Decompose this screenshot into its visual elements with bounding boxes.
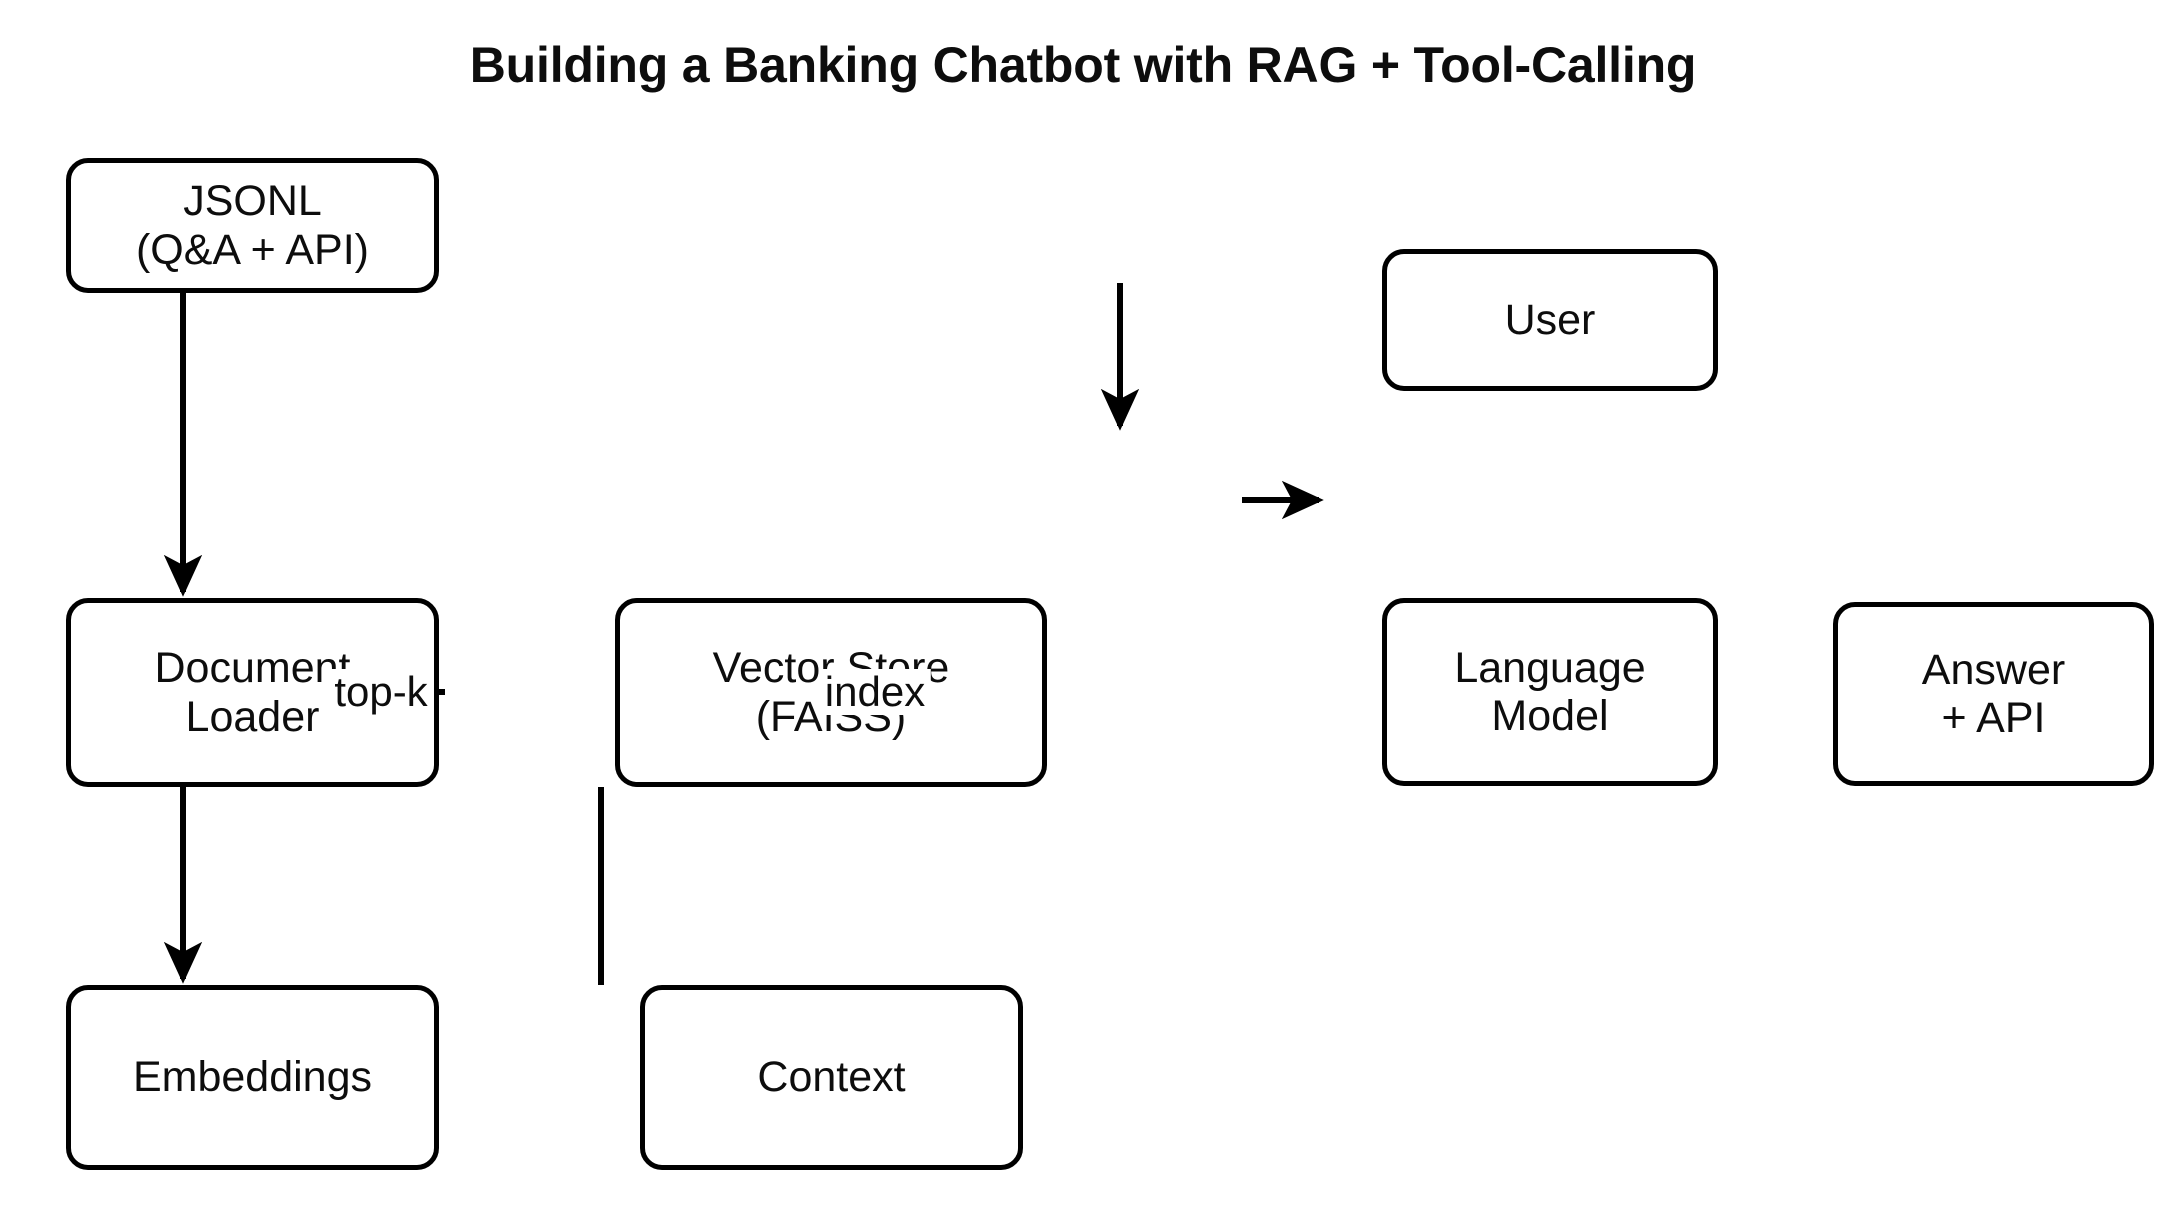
node-language-model[interactable]: Language Model — [1382, 598, 1718, 786]
node-jsonl-label: JSONL (Q&A + API) — [135, 177, 369, 274]
node-document-loader[interactable]: Document Loader — [66, 598, 439, 787]
node-context[interactable]: Context — [640, 985, 1023, 1170]
edge-label-top-k: top-k — [328, 669, 434, 715]
node-language-model-label: Language Model — [1454, 643, 1646, 740]
node-document-loader-label: Document Loader — [154, 644, 351, 741]
node-embeddings[interactable]: Embeddings — [66, 985, 439, 1170]
node-jsonl[interactable]: JSONL (Q&A + API) — [66, 158, 439, 293]
node-answer-api-label: Answer + API — [1921, 645, 2066, 742]
node-user[interactable]: User — [1382, 249, 1718, 391]
node-embeddings-label: Embeddings — [132, 1053, 373, 1102]
edge-label-index: index — [818, 669, 932, 715]
node-context-label: Context — [757, 1053, 906, 1102]
page-title: Building a Banking Chatbot with RAG + To… — [469, 37, 1697, 93]
node-user-label: User — [1504, 295, 1596, 344]
node-answer-api[interactable]: Answer + API — [1833, 602, 2154, 786]
